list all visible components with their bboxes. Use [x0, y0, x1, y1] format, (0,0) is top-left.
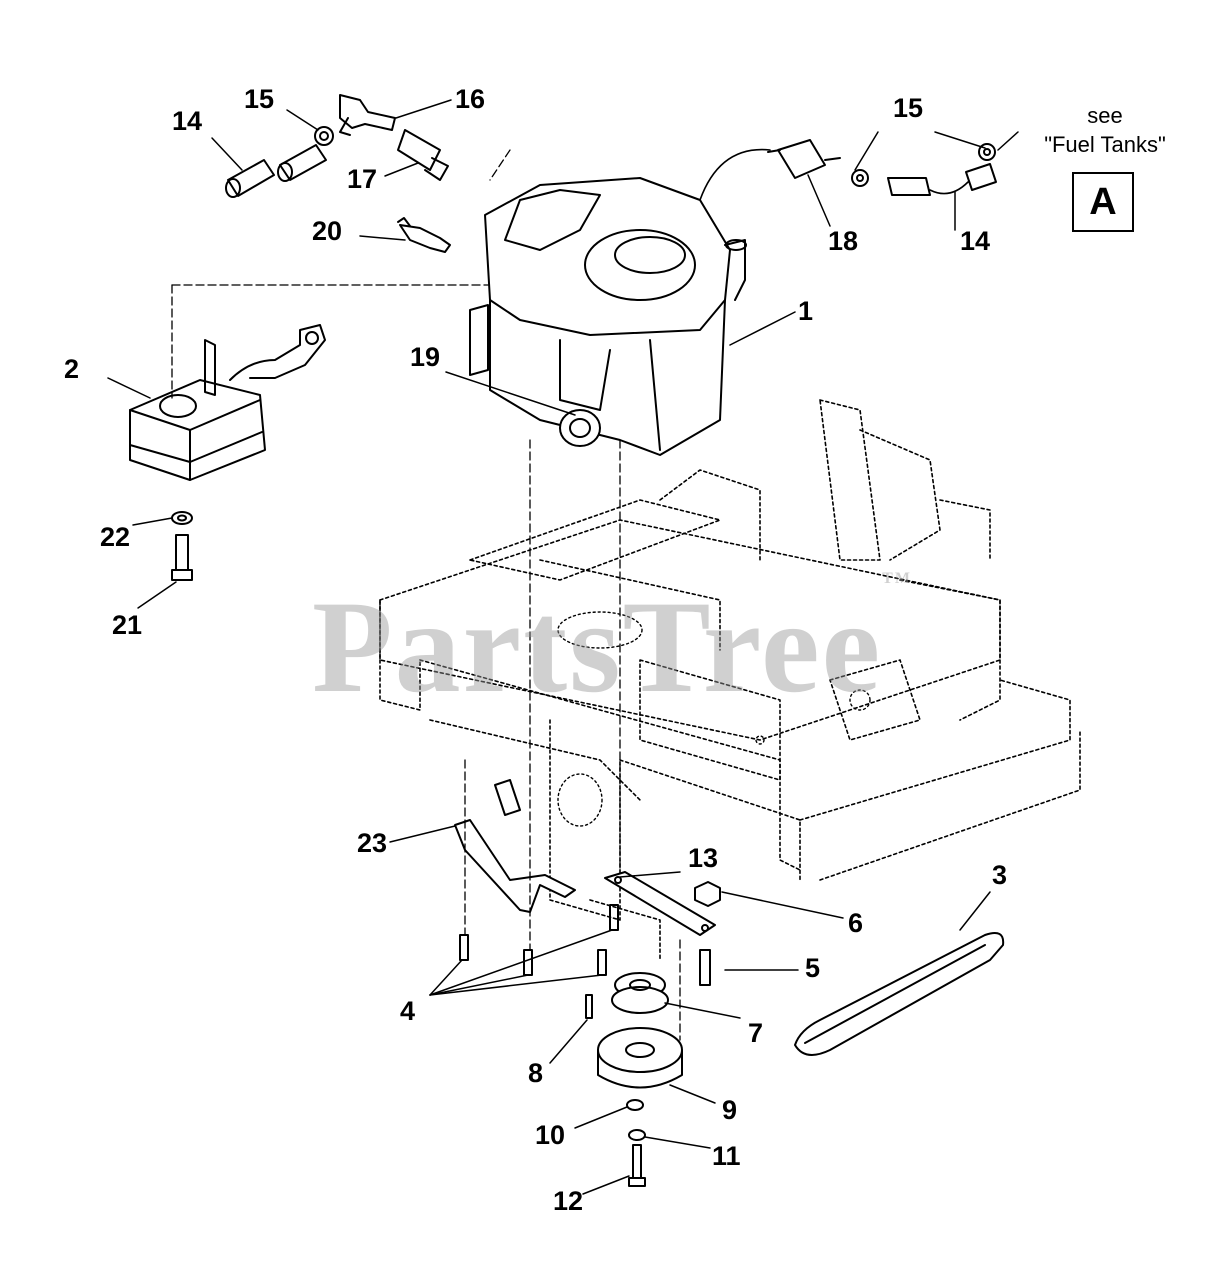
- fitting-part-16: [339, 94, 396, 136]
- callout-19: 19: [410, 342, 441, 372]
- screw-part-4: [459, 904, 619, 976]
- callout-10: 10: [535, 1120, 566, 1150]
- bolt-part-21: [171, 534, 193, 581]
- callout-1: 1: [798, 296, 814, 326]
- callout-22: 22: [100, 522, 131, 552]
- partstree-watermark: PartsTreeTM: [312, 570, 912, 723]
- key-part-8: [585, 994, 593, 1019]
- spark-plug-part-20: [397, 217, 451, 253]
- reference-note-line-2: "Fuel Tanks": [1044, 131, 1166, 157]
- washer-part-10: [626, 1099, 644, 1111]
- bracket-part-23: [454, 779, 576, 913]
- callout-7: 7: [748, 1018, 764, 1048]
- fuel-filter-part-18: [767, 139, 841, 179]
- frame-cutout: [557, 611, 871, 827]
- washer-part-11: [628, 1129, 646, 1141]
- pulley-part-7: [611, 972, 669, 1014]
- watermark-trademark: TM: [882, 570, 912, 587]
- washer-part-22: [171, 511, 193, 525]
- callout-18: 18: [828, 226, 859, 256]
- alignment-lines: [171, 149, 681, 1041]
- leader-lines: [107, 99, 1019, 1195]
- muffler-part-2: [129, 324, 326, 481]
- clamp-part-15-left: [314, 126, 334, 146]
- nut-part-6: [694, 881, 721, 907]
- pulley-part-9: [597, 1027, 683, 1089]
- bolt-part-12: [628, 1144, 646, 1187]
- callout-15-left: 15: [244, 84, 275, 114]
- callout-6: 6: [848, 908, 864, 938]
- callout-3: 3: [992, 860, 1008, 890]
- bolt-part-5: [699, 949, 711, 986]
- frame-chassis: [379, 399, 1081, 961]
- callout-13: 13: [688, 843, 719, 873]
- callout-14-left: 14: [172, 106, 203, 136]
- watermark-text: PartsTree: [312, 573, 883, 720]
- plate-part-13: [604, 871, 716, 936]
- callout-11: 11: [712, 1141, 741, 1171]
- callout-4: 4: [400, 996, 416, 1026]
- fuel-tanks-reference-note: see "Fuel Tanks": [1030, 102, 1180, 159]
- callout-17: 17: [347, 164, 378, 194]
- reference-box-a: A: [1072, 172, 1134, 232]
- engine-part-1: [469, 177, 747, 456]
- callout-15-right: 15: [893, 93, 924, 123]
- clamp-part-15-right: [851, 143, 996, 187]
- callout-9: 9: [722, 1095, 738, 1125]
- callout-12: 12: [553, 1186, 584, 1216]
- belt-part-3: [794, 932, 1005, 1056]
- callout-21: 21: [112, 610, 143, 640]
- fitting-part-17: [397, 129, 449, 181]
- callout-20: 20: [312, 216, 343, 246]
- fuel-line: [699, 148, 771, 201]
- callout-16: 16: [455, 84, 486, 114]
- callout-23: 23: [357, 828, 388, 858]
- reference-note-line-1: see: [1087, 103, 1123, 128]
- callout-5: 5: [805, 953, 821, 983]
- callout-2: 2: [64, 354, 80, 384]
- callout-8: 8: [528, 1058, 544, 1088]
- callout-14-right: 14: [960, 226, 991, 256]
- hose-part-14-left: [225, 144, 327, 198]
- hose-part-14-right: [887, 163, 997, 196]
